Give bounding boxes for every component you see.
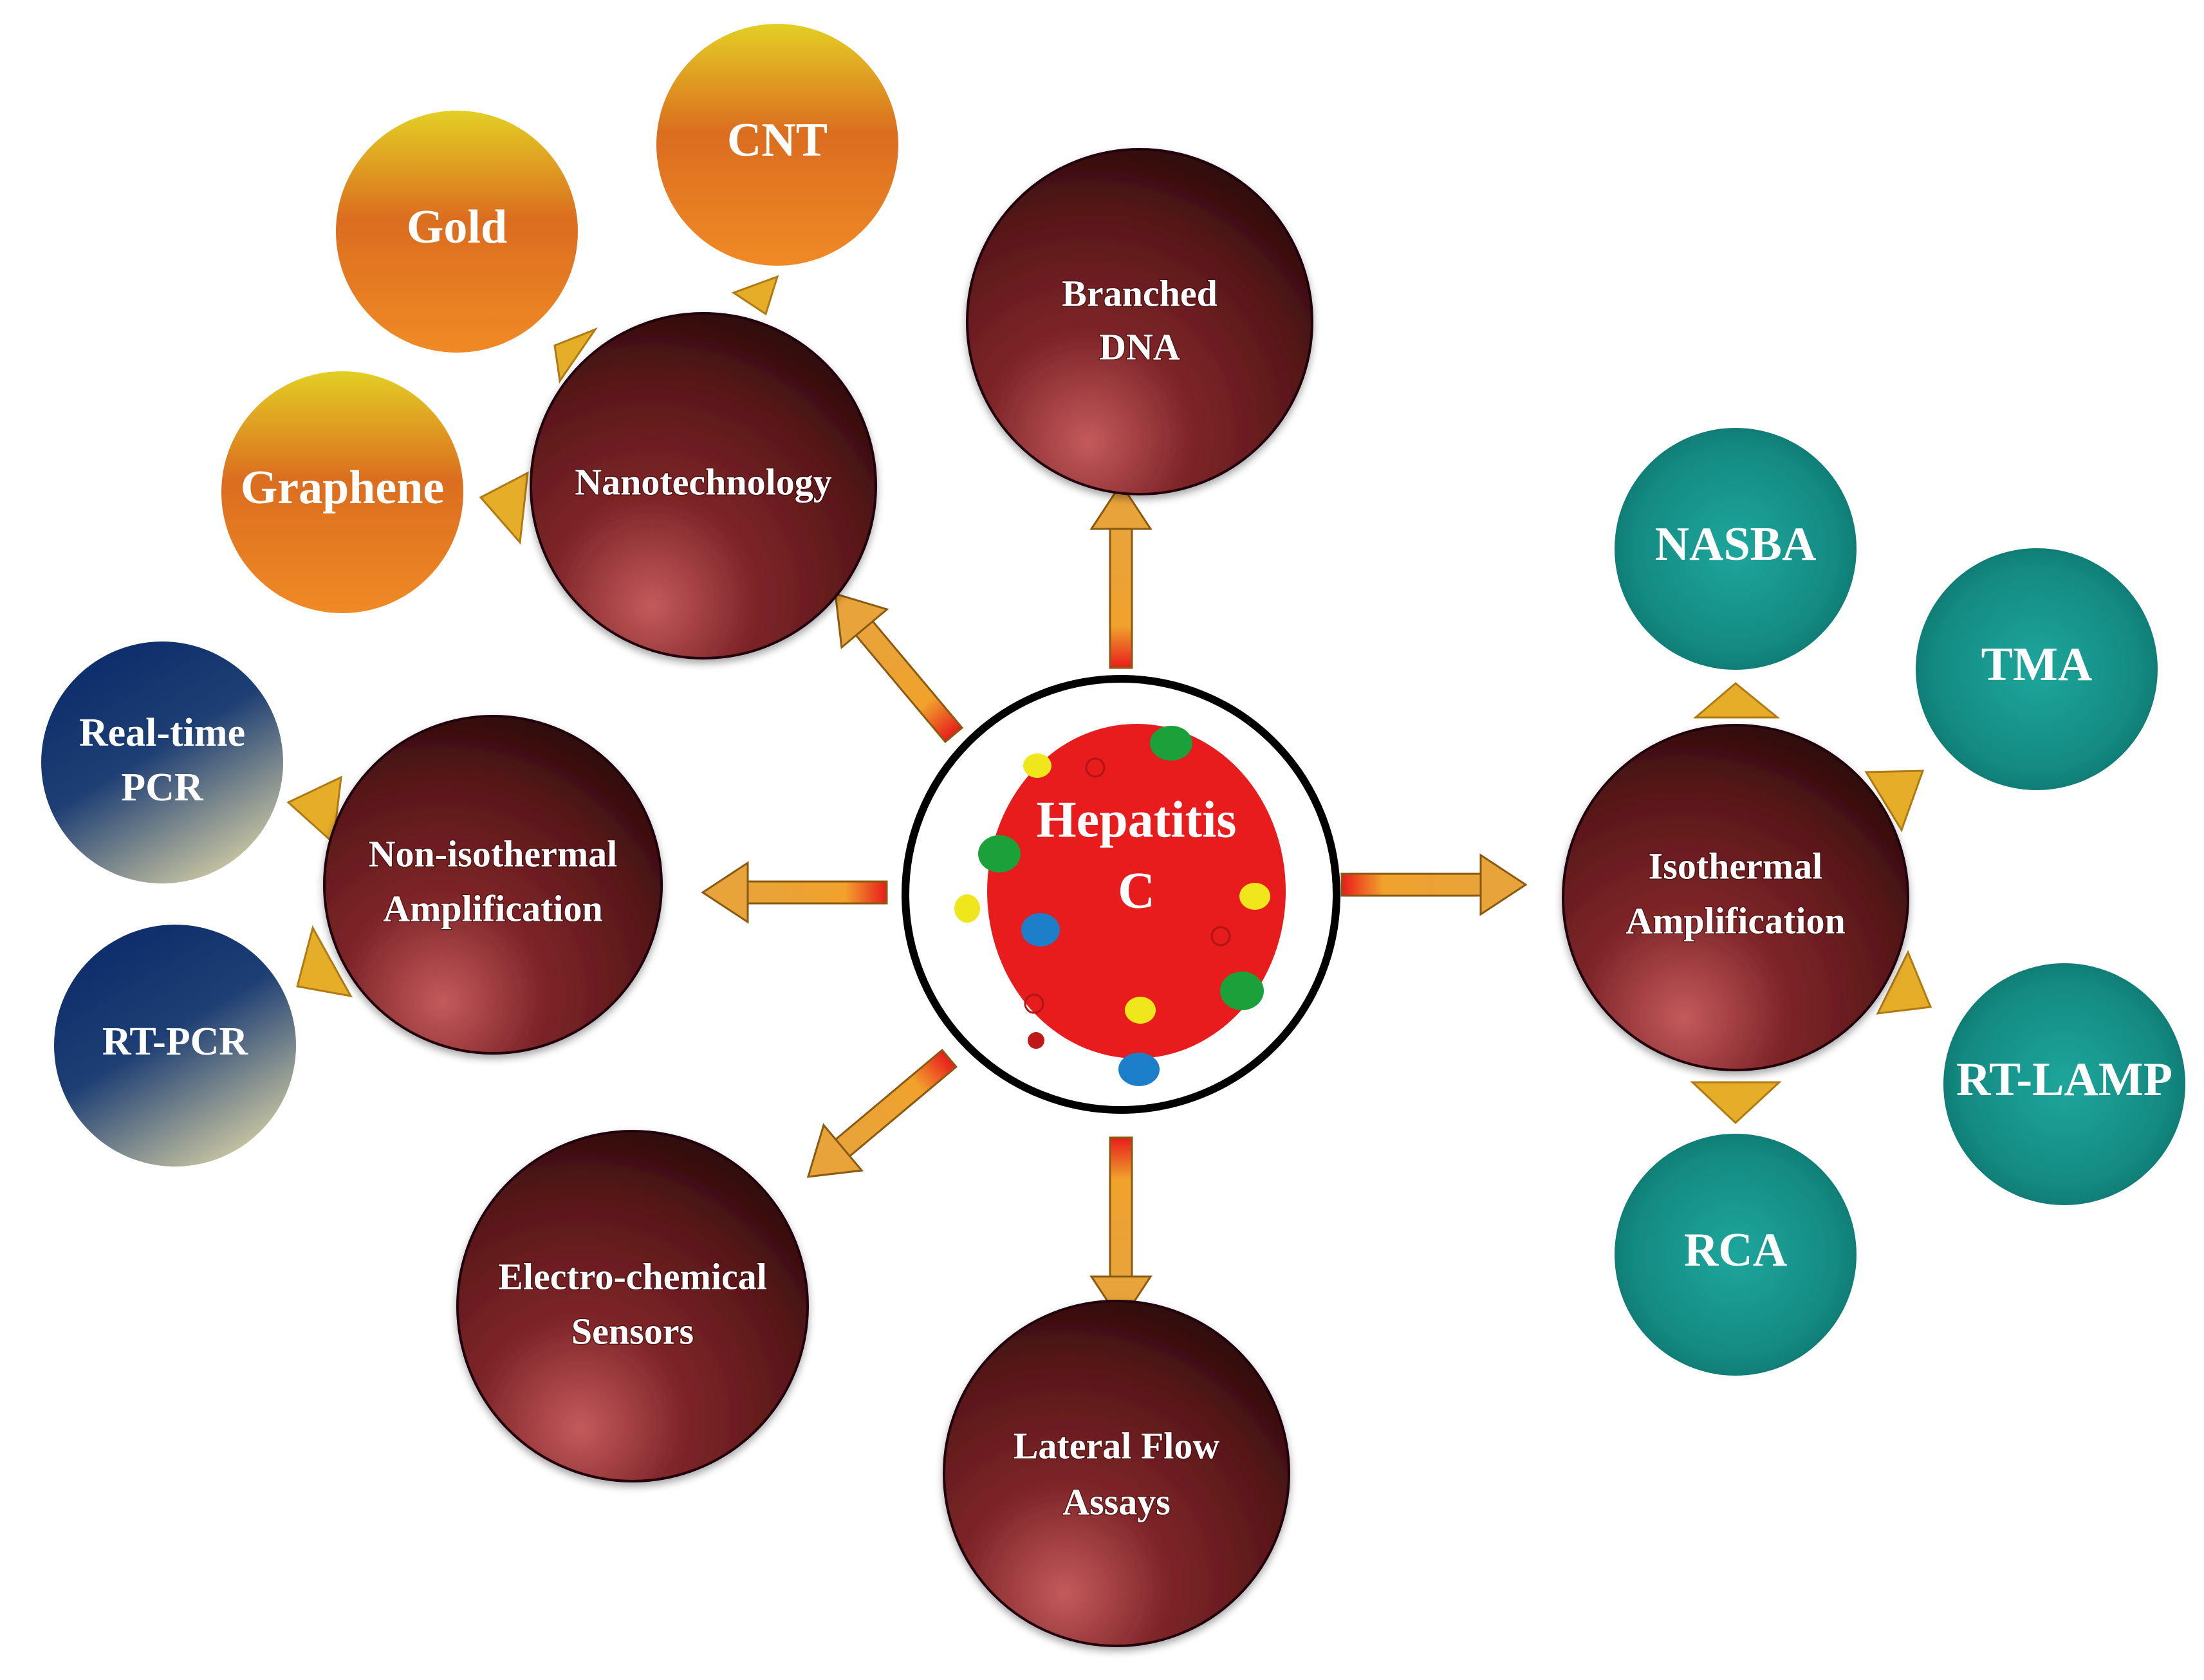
pointer-to-tma-icon [1864,770,1925,833]
node-isothermal-amplification: Isothermal Amplification [1562,724,1909,1071]
node-non-isothermal-amplification: Non-isothermal Amplification [323,715,663,1055]
center-label-line2: C [1118,862,1155,919]
electrochemical-label-line2: Sensors [571,1310,694,1352]
arrow-to-isothermal [1340,854,1527,916]
pointer-to-nasba-icon [1692,682,1781,719]
node-tma: TMA [1916,548,2158,790]
arrow-to-electrochemical [788,1035,970,1201]
pointer-to-gold-icon [553,327,598,384]
node-rt-pcr: RT-PCR [54,925,296,1167]
node-realtime-pcr: Real-time PCR [41,642,283,883]
arrow-to-branched-dna [1090,483,1152,669]
nanotechnology-label: Nanotechnology [575,461,832,503]
node-cnt: CNT [656,24,898,266]
isothermal-label-line1: Isothermal [1649,845,1823,887]
nasba-label: NASBA [1655,518,1817,571]
branched-dna-label-line1: Branched [1062,272,1218,314]
isothermal-label-line2: Amplification [1625,900,1846,941]
rt-pcr-label: RT-PCR [102,1020,249,1064]
non-isothermal-label-line2: Amplification [383,887,603,929]
pointer-to-rt-lamp-icon [1876,950,1932,1015]
non-isothermal-label-line1: Non-isothermal [369,833,618,874]
virus-surface-proteins-icon [954,726,1270,1086]
lateral-flow-label-line2: Assays [1062,1481,1171,1522]
arrow-to-non-isothermal [701,862,888,923]
electrochemical-label-line1: Electro-chemical [498,1255,767,1297]
rca-label: RCA [1684,1224,1787,1277]
center-label-line1: Hepatitis [1036,791,1236,848]
branched-dna-label-line2: DNA [1099,326,1180,367]
node-rt-lamp: RT-LAMP [1943,963,2185,1205]
node-nasba: NASBA [1615,428,1857,670]
pointer-to-rca-icon [1690,1081,1782,1125]
pointer-to-realtime-pcr-icon [286,775,342,845]
node-gold: Gold [336,111,578,353]
node-nanotechnology: Nanotechnology [530,312,877,660]
cnt-label: CNT [727,114,828,167]
node-lateral-flow-assays: Lateral Flow Assays [943,1300,1290,1647]
pointer-to-cnt-icon [731,275,779,316]
pointer-to-graphene-icon [479,471,529,545]
node-graphene: Graphene [221,371,463,613]
node-rca: RCA [1615,1134,1857,1376]
node-branched-dna: Branched DNA [966,148,1313,495]
gold-label: Gold [407,201,507,254]
hepatitis-c-center: Hepatitis C [902,675,1340,1114]
tma-label: TMA [1981,638,2093,691]
graphene-label: Graphene [241,461,445,514]
arrow-to-lateral-flow [1090,1136,1152,1323]
node-electrochemical-sensors: Electro-chemical Sensors [456,1130,809,1482]
realtime-pcr-label-line1: Real-time [79,711,245,755]
arrow-to-nanotechnology [811,573,977,755]
lateral-flow-label-line1: Lateral Flow [1014,1425,1220,1466]
rt-lamp-label: RT-LAMP [1956,1053,2172,1106]
pointer-to-rt-pcr-icon [296,925,353,998]
virus-particle-icon [987,724,1286,1058]
realtime-pcr-label-line2: PCR [121,766,204,809]
